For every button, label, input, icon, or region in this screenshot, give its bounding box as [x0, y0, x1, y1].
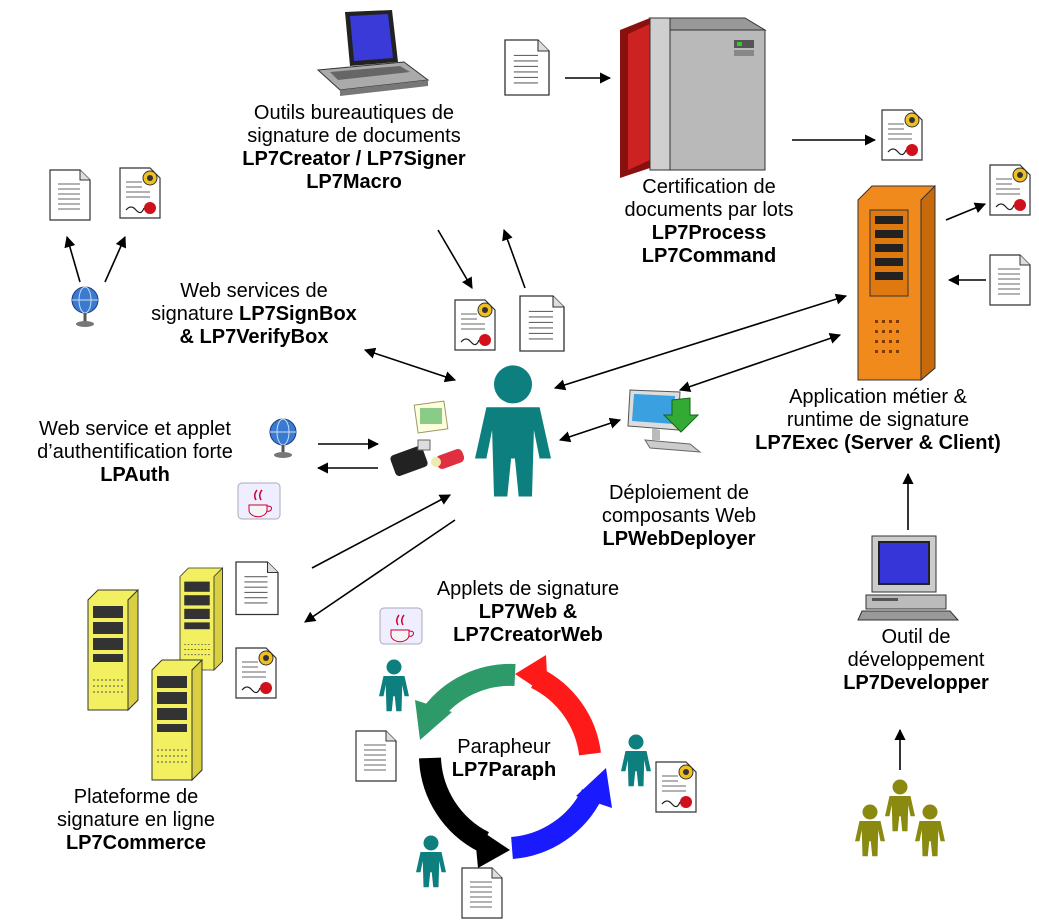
deploy-line2: composants Web [601, 505, 757, 527]
yellow-server-icon [179, 567, 223, 671]
signed-document-icon [655, 761, 697, 813]
platform-line1: Plateforme de [73, 786, 199, 808]
business-app-label: Application métier & runtime de signatur… [722, 386, 1034, 455]
devtool-line1: Outil de [881, 626, 951, 648]
business-line2: runtime de signature [786, 409, 970, 431]
deploy-line1: Déploiement de [608, 482, 750, 504]
document-icon [519, 295, 565, 352]
platform-line3: LP7Commerce [65, 832, 207, 854]
webservices-line1: Web services de [180, 280, 328, 302]
desktop-computer-icon [857, 535, 960, 621]
office-tools-line4: LP7Macro [306, 171, 402, 193]
batch-line4: LP7Command [641, 245, 777, 267]
document-icon [989, 254, 1031, 306]
globe-icon [71, 286, 99, 327]
user-icon [379, 659, 409, 712]
platform-line2: signature en ligne [57, 809, 215, 831]
signed-document-icon [881, 109, 923, 161]
document-icon [355, 730, 397, 782]
yellow-server-icon [151, 659, 203, 781]
laptop-icon [316, 10, 430, 96]
web-deploy-label: Déploiement de composants Web LPWebDeplo… [570, 482, 788, 551]
auth-line3: LPAuth [100, 464, 170, 486]
user-group-icon [855, 779, 945, 857]
applets-label: Applets de signature LP7Web & LP7Creator… [410, 578, 646, 647]
server-tower-icon [620, 17, 767, 178]
business-line1: Application métier & [789, 386, 967, 408]
paraph-line1: Parapheur [457, 736, 551, 758]
business-line3: LP7Exec (Server & Client) [755, 432, 1001, 454]
user-icon [475, 365, 551, 497]
devtool-line3: LP7Developper [843, 672, 989, 694]
java-icon [237, 482, 281, 520]
applets-line2: LP7Web & [478, 601, 578, 623]
office-tools-label: Outils bureautiques de signature de docu… [208, 102, 500, 194]
user-icon [621, 734, 651, 787]
batch-line2: documents par lots [624, 199, 794, 221]
yellow-server-icon [87, 589, 139, 711]
office-tools-line3: LP7Creator / LP7Signer [242, 148, 466, 170]
signed-document-icon [235, 647, 277, 699]
auth-line1: Web service et applet [39, 418, 231, 440]
signed-document-icon [989, 164, 1031, 216]
usb-token-icon [390, 400, 465, 477]
document-icon [235, 561, 279, 616]
paraph-label: Parapheur LP7Paraph [444, 736, 564, 782]
batch-line1: Certification de [642, 176, 776, 198]
dev-tool-label: Outil de développement LP7Developper [830, 626, 1002, 695]
user-icon [416, 835, 446, 888]
platform-label: Plateforme de signature en ligne LP7Comm… [36, 786, 236, 855]
applets-line3: LP7CreatorWeb [453, 624, 603, 646]
java-icon [379, 607, 423, 645]
monitor-download-icon [627, 389, 702, 453]
batch-line3: LP7Process [651, 222, 767, 244]
globe-icon [269, 418, 297, 458]
webservices-line2b: LP7SignBox [239, 303, 357, 325]
document-icon [461, 867, 503, 919]
webservices-line3: & LP7VerifyBox [179, 326, 329, 348]
auth-label: Web service et applet d’authentification… [4, 418, 266, 487]
batch-certification-label: Certification de documents par lots LP7P… [596, 176, 822, 268]
webservices-line2a: signature [151, 303, 240, 325]
signed-document-icon [454, 299, 496, 351]
auth-line2: d’authentification forte [37, 441, 233, 463]
orange-server-icon [857, 184, 936, 382]
webservices-line2: signature LP7SignBox [104, 303, 404, 326]
deploy-line3: LPWebDeployer [602, 528, 756, 550]
office-tools-line1: Outils bureautiques de [253, 102, 455, 124]
applets-line1: Applets de signature [436, 578, 620, 600]
devtool-line2: développement [847, 649, 985, 671]
signed-document-icon [119, 167, 161, 219]
paraph-cycle [415, 655, 612, 868]
paraph-line2: LP7Paraph [451, 759, 557, 781]
web-services-label: Web services de signature LP7SignBox & L… [104, 280, 404, 349]
office-tools-line2: signature de documents [247, 125, 461, 147]
document-icon [504, 39, 550, 96]
document-icon [49, 169, 91, 221]
connector-arrows [64, 72, 987, 770]
